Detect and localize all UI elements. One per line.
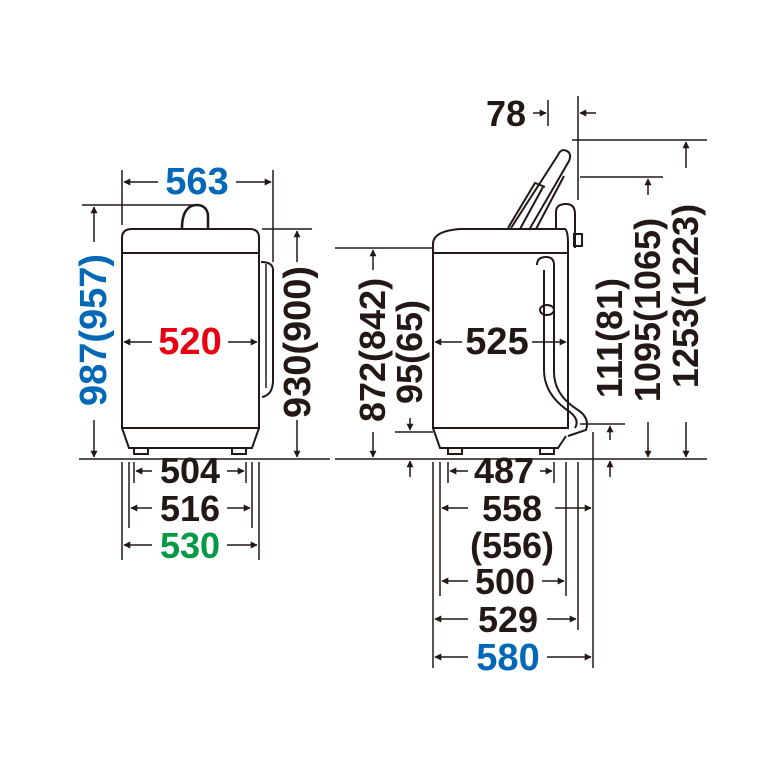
- front-body-height-label: 930(900): [277, 266, 319, 418]
- front-overall-height-label: 987(957): [73, 254, 115, 406]
- side-cabinet-depth-label: 525: [465, 321, 528, 363]
- front-washer-drawing: [121, 203, 274, 455]
- front-base-width-516-label: 516: [160, 488, 220, 529]
- front-base-width-504-label: 504: [160, 450, 220, 491]
- side-dimension-lines: [335, 96, 707, 668]
- side-height-111-label: 111(81): [589, 278, 630, 398]
- front-overall-width-label: 563: [165, 161, 228, 203]
- side-depth-558-label: 558: [482, 488, 542, 529]
- front-base-width-530-label: 530: [160, 525, 220, 566]
- side-lid-offset-label: 78: [486, 93, 526, 134]
- side-height-95-label: 95(65): [389, 300, 430, 404]
- front-cabinet-width-label: 520: [158, 321, 221, 363]
- side-height-1253-label: 1253(1223): [665, 204, 706, 388]
- side-depth-529-label: 529: [478, 599, 538, 640]
- side-depth-556-label: (556): [470, 525, 554, 566]
- side-washer-drawing: [432, 149, 588, 455]
- side-depth-580-label: 580: [476, 637, 539, 679]
- side-height-872-label: 872(842): [352, 278, 393, 422]
- side-depth-500-label: 500: [475, 561, 535, 602]
- side-height-1095-label: 1095(1065): [627, 218, 668, 402]
- front-dimension-lines: [82, 170, 312, 560]
- side-depth-487-label: 487: [474, 450, 534, 491]
